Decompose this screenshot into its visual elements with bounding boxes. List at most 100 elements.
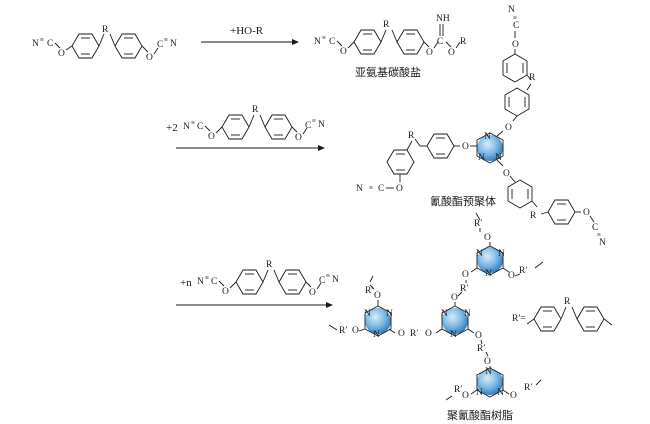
- svg-text:N: N: [476, 249, 483, 259]
- svg-text:O: O: [425, 329, 432, 339]
- svg-text:R: R: [530, 211, 537, 221]
- c-atom: C: [157, 40, 163, 50]
- svg-text:O: O: [295, 133, 302, 143]
- arrow-step-2: [176, 145, 325, 151]
- svg-text:O: O: [222, 287, 229, 297]
- svg-text:O: O: [484, 357, 491, 367]
- svg-text:R′: R′: [410, 329, 418, 339]
- svg-text:N: N: [508, 5, 515, 15]
- o-atom: O: [146, 53, 153, 63]
- svg-text:O: O: [462, 391, 469, 401]
- svg-text:O: O: [398, 329, 405, 339]
- o-atom: O: [58, 49, 65, 59]
- svg-text:R′: R′: [474, 219, 482, 229]
- svg-text:≡: ≡: [312, 117, 316, 125]
- reagent-coefficient-n: +n: [180, 277, 192, 289]
- svg-text:O: O: [462, 142, 469, 152]
- triazine-sphere: [477, 247, 503, 273]
- triazine-ring: [441, 305, 469, 337]
- svg-text:N: N: [478, 153, 485, 163]
- svg-text:≡: ≡: [205, 274, 209, 282]
- benzene-ring: [386, 149, 415, 175]
- n-atom: N: [314, 37, 321, 47]
- monomer-2: +2 N ≡ C O R O C ≡ N: [166, 105, 325, 143]
- svg-text:R′: R′: [460, 284, 468, 294]
- benzene-ring: [507, 179, 533, 209]
- svg-text:R: R: [408, 131, 415, 141]
- svg-text:O: O: [309, 288, 316, 298]
- svg-text:≡: ≡: [513, 14, 517, 22]
- triazine-sphere: [477, 369, 503, 395]
- svg-text:≡: ≡: [164, 36, 168, 44]
- svg-text:R′: R′: [477, 344, 485, 354]
- triazine-sphere: [442, 308, 468, 334]
- svg-text:N: N: [484, 132, 491, 142]
- svg-text:N: N: [485, 367, 492, 377]
- iminocarbonate-structure: N ≡ C O R O C NH O R: [314, 14, 467, 58]
- svg-text:O: O: [475, 331, 482, 341]
- svg-text:O: O: [451, 293, 458, 303]
- monomer-3: +n N ≡ C O R O C ≡ N: [180, 260, 339, 298]
- svg-text:R′: R′: [519, 266, 527, 276]
- svg-text:C: C: [378, 184, 384, 194]
- svg-text:O: O: [503, 169, 510, 179]
- svg-text:O: O: [462, 270, 469, 280]
- svg-text:N: N: [599, 238, 606, 248]
- svg-text:N: N: [495, 153, 502, 163]
- svg-text:N: N: [441, 309, 448, 319]
- svg-text:C: C: [513, 21, 519, 31]
- svg-text:C: C: [592, 223, 598, 233]
- c-atom: C: [329, 37, 335, 47]
- svg-text:C: C: [319, 276, 325, 286]
- o-atom: O: [426, 48, 433, 58]
- svg-text:N: N: [332, 275, 339, 285]
- svg-text:O: O: [352, 326, 359, 336]
- svg-text:O: O: [505, 123, 512, 133]
- svg-text:N: N: [497, 388, 504, 398]
- svg-text:R′: R′: [454, 385, 462, 395]
- svg-text:R′: R′: [524, 383, 532, 393]
- reagent-hor: +HO-R: [230, 25, 264, 37]
- o-atom: O: [448, 48, 455, 58]
- svg-text:≡: ≡: [326, 272, 330, 280]
- svg-text:R: R: [529, 73, 536, 83]
- svg-text:N: N: [464, 309, 471, 319]
- triazine-sphere: [365, 308, 391, 334]
- svg-text:C: C: [197, 122, 203, 132]
- caption-polymer: 聚氰酸酯树脂: [447, 408, 513, 422]
- svg-text:C: C: [305, 121, 311, 131]
- svg-text:R: R: [564, 297, 571, 307]
- arrow-step-1: +HO-R: [201, 25, 299, 45]
- o-atom: O: [340, 47, 347, 57]
- svg-text:O: O: [374, 291, 381, 301]
- n-atom: N: [32, 39, 39, 49]
- svg-text:N: N: [386, 309, 393, 319]
- triazine-sphere: [477, 135, 503, 161]
- svg-text:N: N: [450, 330, 457, 340]
- svg-text:≡: ≡: [322, 34, 326, 42]
- r-group: R: [460, 37, 467, 47]
- svg-text:N: N: [476, 388, 483, 398]
- arrow-step-3: [176, 302, 333, 308]
- triple-bond-glyph: ≡: [40, 36, 44, 44]
- svg-text:R′: R′: [339, 326, 347, 336]
- polymer-network: R′ O N N N O R′ O R′ O N N N O R′ O R′ O: [328, 212, 544, 401]
- prepolymer-structure: N ≡ C O R O N N N O R: [356, 5, 606, 248]
- svg-text:N: N: [498, 249, 505, 259]
- n-atom: N: [170, 39, 177, 49]
- svg-text:≡: ≡: [369, 184, 373, 192]
- c-atom: C: [47, 39, 53, 49]
- triazine-ring: [364, 305, 392, 337]
- svg-text:O: O: [208, 132, 215, 142]
- svg-text:R: R: [266, 260, 273, 270]
- nh-group: NH: [436, 14, 450, 24]
- svg-text:O: O: [512, 40, 519, 50]
- c-atom: C: [437, 37, 443, 47]
- caption-iminocarbonate: 亚氨基碳酸盐: [355, 65, 421, 79]
- svg-text:O: O: [583, 208, 590, 218]
- svg-text:N: N: [356, 184, 363, 194]
- svg-text:R′: R′: [365, 286, 373, 296]
- svg-text:N: N: [485, 269, 492, 279]
- svg-text:O: O: [484, 233, 491, 243]
